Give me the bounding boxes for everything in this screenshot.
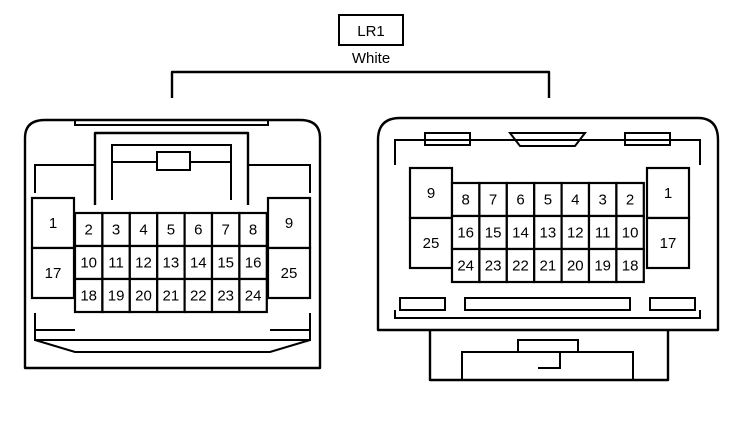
connector-code: LR1	[357, 23, 385, 40]
right-pin-11-label: 11	[595, 225, 611, 242]
left-pin-17-label: 17	[45, 265, 62, 282]
left-pin-3-label: 3	[112, 222, 120, 239]
right-pin-10-cell	[615, 214, 645, 251]
right-pin-3-label: 3	[599, 192, 607, 209]
right-pin-2-label: 2	[626, 192, 634, 209]
right-pin-4-label: 4	[571, 192, 579, 209]
right-pin-20-cell	[560, 247, 591, 284]
right-pin-23-cell	[478, 247, 508, 284]
left-pin-25-label: 25	[281, 265, 298, 282]
right-pin-24-label: 24	[457, 258, 474, 275]
right-pin-1-label: 1	[664, 185, 672, 202]
left-pin-8-label: 8	[249, 222, 257, 239]
right-pin-21-label: 21	[540, 258, 557, 275]
left-pin-15-label: 15	[217, 255, 234, 272]
right-connector-pins: 9 25 1 17 8 7 6 5 4 3 2 16 15 14 13 12 11 10 24 23 22 21 20 19 1…	[408, 166, 691, 284]
right-pin-22-label: 22	[512, 258, 529, 275]
right-pin-19-cell	[587, 247, 618, 284]
connector-code-box	[338, 14, 404, 46]
left-pin-22-cell	[183, 277, 214, 314]
right-pin-2-cell	[615, 181, 645, 218]
left-pin-22-label: 22	[190, 288, 207, 305]
left-pin-18-label: 18	[80, 288, 97, 305]
right-pin-10-label: 10	[622, 225, 639, 242]
right-pin-14-label: 14	[512, 225, 529, 242]
right-pin-13-label: 13	[540, 225, 557, 242]
left-pin-12-label: 12	[135, 255, 152, 272]
right-pin-17-label: 17	[660, 235, 677, 252]
left-pin-19-label: 19	[108, 288, 125, 305]
left-pin-6-label: 6	[194, 222, 202, 239]
left-pin-17-cell	[30, 246, 76, 300]
right-pin-7-label: 7	[489, 192, 497, 209]
right-pin-16-label: 16	[457, 225, 474, 242]
left-pin-16-cell	[238, 244, 268, 281]
right-connector-housing	[376, 116, 720, 382]
right-pin-25-cell	[408, 216, 454, 270]
right-pin-5-label: 5	[544, 192, 552, 209]
left-pin-20-label: 20	[135, 288, 152, 305]
connector-color-label: White	[352, 50, 390, 67]
left-pin-14-label: 14	[190, 255, 207, 272]
left-pin-21-cell	[156, 277, 186, 314]
right-pin-6-label: 6	[516, 192, 524, 209]
left-pin-23-label: 23	[217, 288, 234, 305]
left-pin-4-cell	[128, 211, 159, 248]
right-pin-18-label: 18	[622, 258, 639, 275]
left-pin-13-label: 13	[163, 255, 180, 272]
right-pin-19-label: 19	[594, 258, 611, 275]
left-pin-11-label: 11	[108, 255, 124, 272]
right-pin-7-cell	[478, 181, 508, 218]
left-pin-24-cell	[238, 277, 268, 314]
right-pin-24-cell	[450, 247, 481, 284]
left-connector-housing	[23, 118, 322, 370]
right-pin-8-cell	[450, 181, 481, 218]
right-pin-22-cell	[505, 247, 536, 284]
right-pin-8-label: 8	[462, 192, 470, 209]
left-pin-10-label: 10	[80, 255, 97, 272]
right-pin-15-label: 15	[485, 225, 502, 242]
left-pin-21-label: 21	[163, 288, 180, 305]
right-pin-18-cell	[615, 247, 645, 284]
connector-bracket	[170, 70, 551, 98]
right-pin-23-label: 23	[485, 258, 502, 275]
left-pin-5-label: 5	[167, 222, 175, 239]
right-pin-20-label: 20	[567, 258, 584, 275]
left-pin-2-label: 2	[85, 222, 93, 239]
left-pin-5-cell	[156, 211, 186, 248]
left-pin-7-label: 7	[222, 222, 230, 239]
right-pin-9-label: 9	[427, 185, 435, 202]
left-pin-25-cell	[266, 246, 312, 300]
right-pin-17-cell	[645, 216, 691, 270]
left-pin-8-cell	[238, 211, 268, 248]
left-pin-16-label: 16	[245, 255, 262, 272]
right-pin-12-label: 12	[567, 225, 584, 242]
left-pin-1-label: 1	[49, 215, 57, 232]
left-pin-9-cell	[266, 196, 312, 250]
left-pin-4-label: 4	[139, 222, 147, 239]
left-pin-9-label: 9	[285, 215, 293, 232]
right-pin-25-label: 25	[423, 235, 440, 252]
left-pin-24-label: 24	[245, 288, 262, 305]
